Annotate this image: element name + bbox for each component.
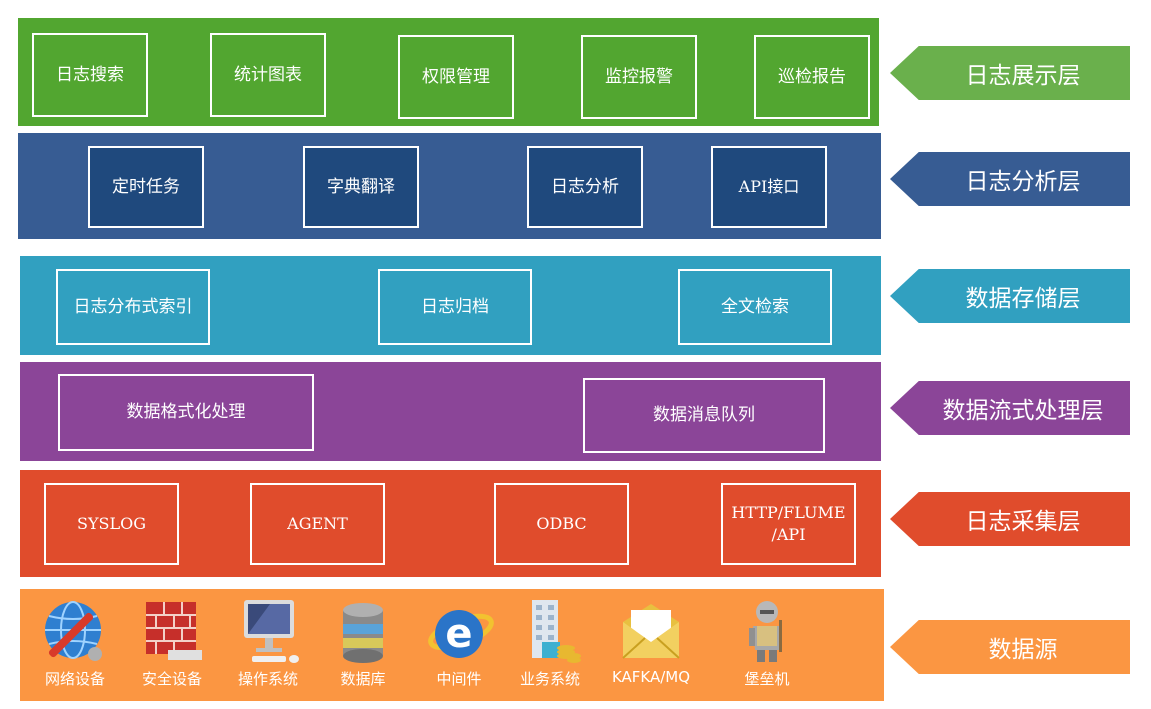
source-label: 网络设备: [44, 670, 105, 688]
storage-layer: 日志分布式索引 日志归档 全文检索: [20, 256, 881, 355]
syslog-box: SYSLOG: [44, 483, 179, 565]
svg-text:e: e: [445, 611, 472, 657]
http-flume-api-box: HTTP/FLUME /API: [721, 483, 856, 565]
source-os: 操作系统: [223, 590, 313, 700]
source-security-device: 安全设备: [127, 590, 217, 700]
storage-layer-tag: 数据存储层: [890, 269, 1130, 323]
scheduled-task-box: 定时任务: [88, 146, 204, 228]
distributed-index-box: 日志分布式索引: [56, 269, 210, 345]
globe-wrench-icon: [45, 601, 102, 661]
log-analysis-box: 日志分析: [527, 146, 643, 228]
analysis-layer: 定时任务 字典翻译 日志分析 API接口: [18, 133, 881, 239]
source-label: 安全设备: [141, 670, 202, 688]
source-label: 业务系统: [519, 670, 580, 688]
analysis-layer-tag: 日志分析层: [890, 152, 1130, 206]
envelope-icon: [622, 604, 680, 659]
api-box: API接口: [711, 146, 827, 228]
message-queue-box: 数据消息队列: [583, 378, 825, 453]
computer-icon: [244, 600, 299, 663]
agent-box: AGENT: [250, 483, 385, 565]
display-layer-tag: 日志展示层: [890, 46, 1130, 100]
source-business-system: 业务系统: [505, 590, 595, 700]
inspection-report-box: 巡检报告: [754, 35, 870, 119]
log-search-box: 日志搜索: [32, 33, 148, 117]
source-label: 数据库: [340, 670, 386, 688]
source-bastion-host: 堡垒机: [722, 590, 812, 700]
source-network-device: 网络设备: [30, 590, 120, 700]
stats-chart-box: 统计图表: [210, 33, 326, 117]
data-format-box: 数据格式化处理: [58, 374, 314, 451]
database-icon: [343, 603, 383, 663]
stream-layer-tag: 数据流式处理层: [890, 381, 1130, 435]
source-middleware: e 中间件: [414, 590, 504, 700]
source-label: KAFKA/MQ: [611, 668, 691, 686]
firewall-icon: [146, 602, 202, 660]
dictionary-box: 字典翻译: [303, 146, 419, 228]
source-label: 堡垒机: [744, 670, 790, 688]
display-layer: 日志搜索 统计图表 权限管理 监控报警 巡检报告: [18, 18, 879, 126]
permission-box: 权限管理: [398, 35, 514, 119]
log-archive-box: 日志归档: [378, 269, 532, 345]
ie-logo-icon: e: [428, 610, 494, 658]
source-database: 数据库: [318, 590, 408, 700]
odbc-box: ODBC: [494, 483, 629, 565]
knight-icon: [749, 601, 782, 662]
source-label: 中间件: [436, 670, 482, 688]
fulltext-search-box: 全文检索: [678, 269, 832, 345]
source-kafka-mq: KAFKA/MQ: [606, 590, 696, 700]
source-label: 操作系统: [237, 670, 298, 688]
collect-layer-tag: 日志采集层: [890, 492, 1130, 546]
building-icon: [532, 600, 581, 663]
collect-layer: SYSLOG AGENT ODBC HTTP/FLUME /API: [20, 470, 881, 577]
monitor-alarm-box: 监控报警: [581, 35, 697, 119]
stream-layer: 数据格式化处理 数据消息队列: [20, 362, 881, 461]
source-layer-tag: 数据源: [890, 620, 1130, 674]
